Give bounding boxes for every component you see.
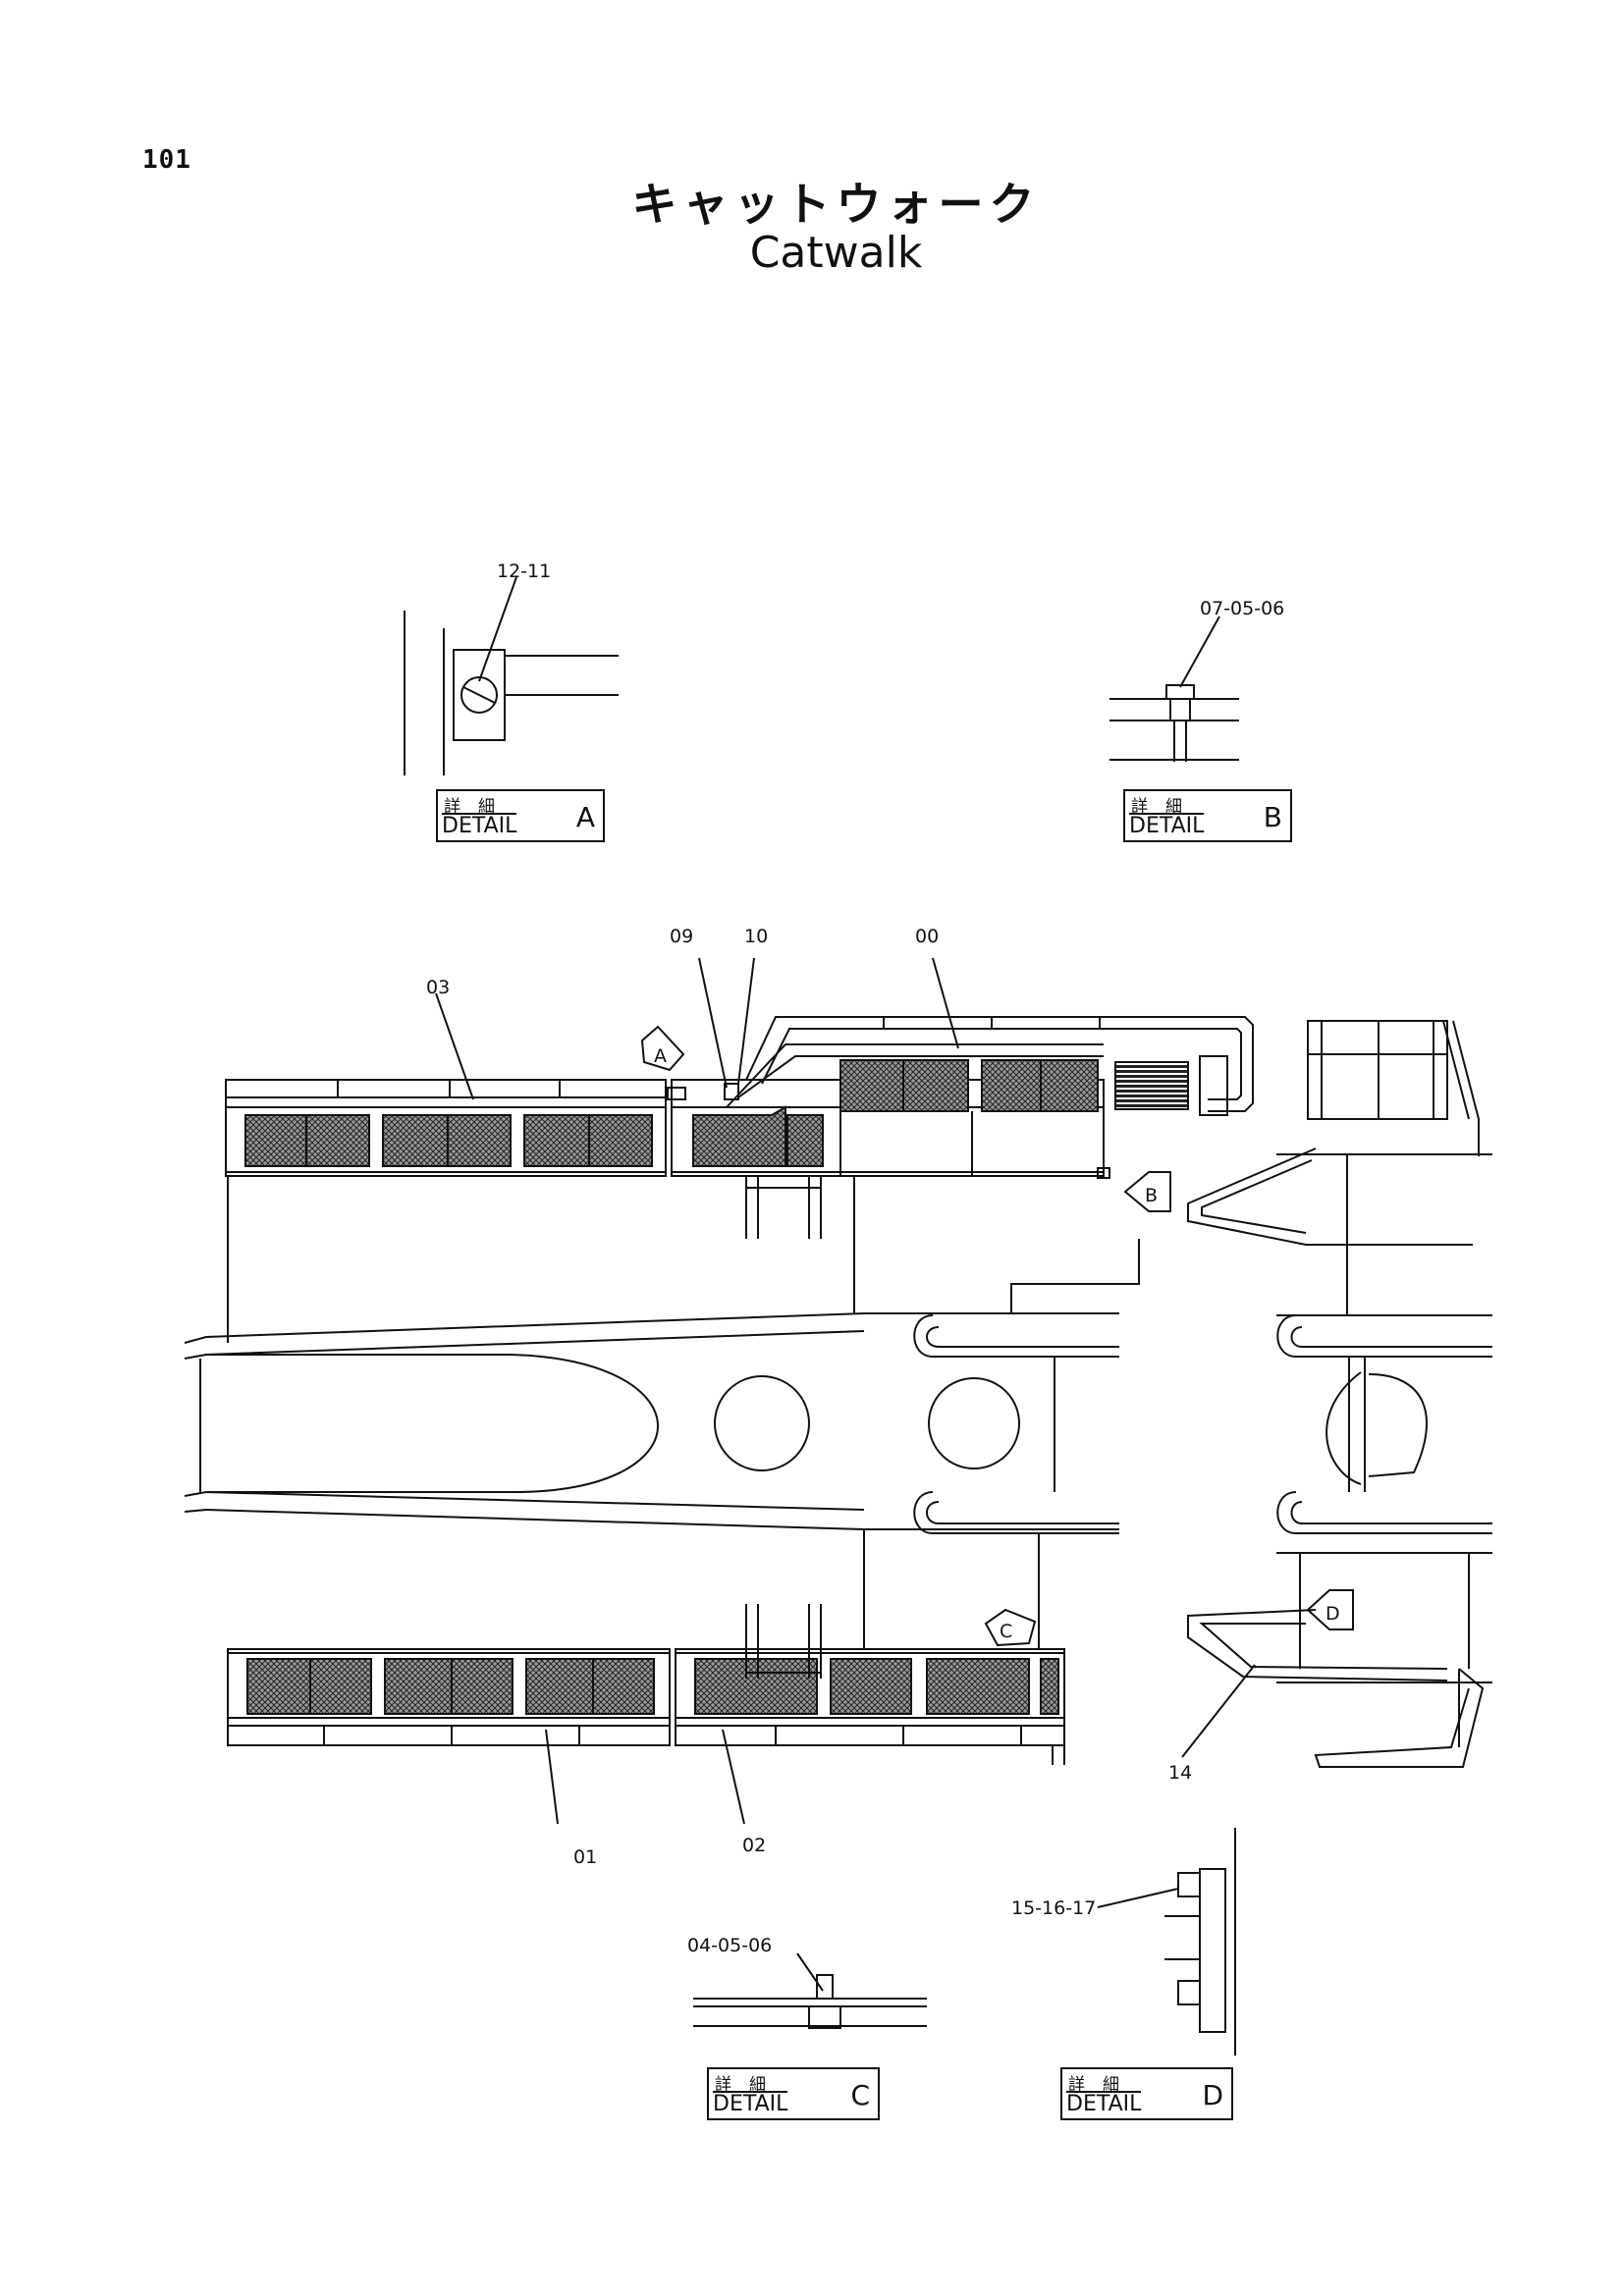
callout-12-11: 12-11 <box>497 561 551 582</box>
callout-00: 00 <box>915 926 939 947</box>
detail-b-drawing <box>1109 615 1239 762</box>
detail-d-drawing <box>1164 1828 1236 2056</box>
callout-10: 10 <box>744 926 768 947</box>
detail-c-drawing <box>693 1974 927 2029</box>
callout-04-05-06: 04-05-06 <box>687 1935 772 1956</box>
catwalk-plan-view <box>184 1016 1492 1768</box>
view-marker-d-shape <box>1306 1589 1354 1630</box>
detail-a-en: DETAIL <box>442 813 517 838</box>
detail-b-jp: 詳細 <box>1131 797 1200 817</box>
callout-14: 14 <box>1168 1762 1192 1784</box>
callout-02: 02 <box>742 1835 766 1856</box>
detail-d-en: DETAIL <box>1066 2091 1142 2116</box>
detail-a-drawing <box>404 576 619 775</box>
callout-15-16-17: 15-16-17 <box>1011 1897 1096 1919</box>
callout-07-05-06: 07-05-06 <box>1200 598 1284 619</box>
callout-01: 01 <box>573 1846 597 1868</box>
title-japanese: キャットウォーク <box>631 178 1041 231</box>
detail-a-label-box: 詳細 DETAIL A <box>436 789 605 842</box>
leader-lines <box>435 957 1256 1992</box>
detail-b-letter: B <box>1263 801 1282 833</box>
page-number: 101 <box>142 145 191 175</box>
detail-c-letter: C <box>850 2079 870 2111</box>
view-marker-d: D <box>1325 1603 1340 1625</box>
detail-a-letter: A <box>575 801 595 833</box>
title-english: Catwalk <box>749 228 923 278</box>
view-marker-c-shape <box>984 1608 1037 1647</box>
detail-a-jp: 詳細 <box>444 797 513 817</box>
detail-d-label-box: 詳細 DETAIL D <box>1060 2067 1233 2120</box>
detail-d-letter: D <box>1202 2079 1223 2111</box>
view-marker-c: C <box>1000 1621 1012 1642</box>
view-marker-b-shape <box>1123 1171 1171 1212</box>
view-marker-b: B <box>1145 1185 1158 1206</box>
callout-03: 03 <box>426 977 450 998</box>
view-marker-a: A <box>654 1045 667 1067</box>
detail-c-jp: 詳細 <box>715 2075 784 2095</box>
detail-c-en: DETAIL <box>713 2091 788 2116</box>
detail-b-en: DETAIL <box>1129 813 1205 838</box>
view-marker-a-shape <box>640 1025 685 1072</box>
detail-b-label-box: 詳細 DETAIL B <box>1123 789 1292 842</box>
detail-d-jp: 詳細 <box>1068 2075 1137 2095</box>
detail-c-label-box: 詳細 DETAIL C <box>707 2067 880 2120</box>
callout-09: 09 <box>670 926 693 947</box>
